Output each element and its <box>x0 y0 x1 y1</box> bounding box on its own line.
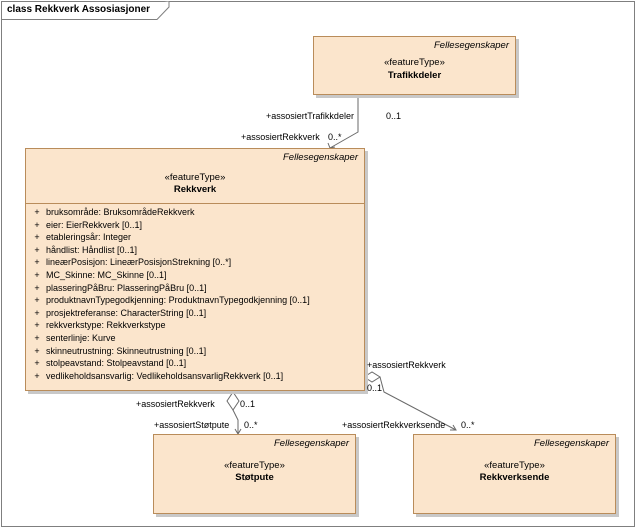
visibility-marker: + <box>34 332 40 343</box>
association-line-trafikkdeler <box>329 96 359 149</box>
class-tag: Fellesegenskaper <box>274 438 349 449</box>
attribute-row: + produktnavnTypegodkjenning: Produktnavn… <box>26 294 364 307</box>
multiplicity-rekkverk-ende: 0..1 <box>367 383 383 393</box>
role-assosiert-rekkverk-ende: +assosiertRekkverk <box>367 360 446 370</box>
attribute-row: + plasseringPåBru: PlasseringPåBru [0..1] <box>26 282 364 295</box>
attribute-text: prosjektreferanse: CharacterString [0..1… <box>46 307 207 318</box>
visibility-marker: + <box>34 244 40 255</box>
attribute-text: etableringsår: Integer <box>46 232 132 243</box>
class-trafikkdeler[interactable]: Fellesegenskaper «featureType» Trafikkde… <box>313 36 516 95</box>
class-tag: Fellesegenskaper <box>283 152 358 163</box>
class-rekkverk[interactable]: Fellesegenskaper «featureType» Rekkverk … <box>25 148 365 391</box>
attribute-text: produktnavnTypegodkjenning: ProduktnavnT… <box>46 295 310 306</box>
attribute-row: + vedlikeholdsansvarlig: Vedlikeholdsansv… <box>26 370 364 383</box>
attribute-text: lineærPosisjon: LineærPosisjonStrekning … <box>46 257 232 268</box>
attribute-row: + rekkverkstype: Rekkverkstype <box>26 319 364 332</box>
attribute-text: senterlinje: Kurve <box>46 332 116 343</box>
class-tag: Fellesegenskaper <box>534 438 609 449</box>
attribute-row: + stolpeavstand: Stolpeavstand [0..1] <box>26 357 364 370</box>
attribute-text: plasseringPåBru: PlasseringPåBru [0..1] <box>46 282 207 293</box>
aggregation-diamond-rekkverksende <box>363 371 381 383</box>
class-stereotype: «featureType» <box>384 57 445 68</box>
role-assosiert-trafikkdeler: +assosiertTrafikkdeler <box>266 111 354 121</box>
class-name: Støtpute <box>235 472 274 483</box>
attribute-row: + etableringsår: Integer <box>26 231 364 244</box>
role-assosiert-rekkverksende: +assosiertRekkverksende <box>342 420 446 430</box>
class-tag: Fellesegenskaper <box>434 40 509 51</box>
association-arrowhead-rekkverksende <box>450 424 457 431</box>
attribute-text: MC_Skinne: MC_Skinne [0..1] <box>46 269 167 280</box>
visibility-marker: + <box>34 358 40 369</box>
attribute-text: stolpeavstand: Stolpeavstand [0..1] <box>46 358 187 369</box>
attribute-text: bruksområde: BruksområdeRekkverk <box>46 207 195 217</box>
multiplicity-rekkverk-stotpute: 0..1 <box>240 399 256 409</box>
attribute-row: + MC_Skinne: MC_Skinne [0..1] <box>26 269 364 282</box>
multiplicity-rekkverksende: 0..* <box>461 420 475 430</box>
class-name: Trafikkdeler <box>387 70 442 81</box>
visibility-marker: + <box>34 207 40 217</box>
class-rekkverksende[interactable]: Fellesegenskaper «featureType» Rekkverks… <box>413 434 616 514</box>
class-name: Rekkverksende <box>479 472 550 483</box>
multiplicity-stotpute: 0..* <box>244 420 258 430</box>
frame-title: class Rekkverk Assosiasjoner <box>7 4 151 15</box>
multiplicity-trafikkdeler: 0..1 <box>386 111 402 121</box>
visibility-marker: + <box>34 282 40 293</box>
class-divider <box>26 203 364 204</box>
role-assosiert-rekkverk-trafikk: +assosiertRekkverk <box>241 132 320 142</box>
attribute-list: + bruksområde: BruksområdeRekkverk + eier: … <box>26 206 364 382</box>
attribute-text: eier: EierRekkverk [0..1] <box>46 219 143 230</box>
visibility-marker: + <box>34 269 40 280</box>
visibility-marker: + <box>34 345 40 356</box>
attribute-row: + eier: EierRekkverk [0..1] <box>26 219 364 232</box>
class-stereotype: «featureType» <box>484 460 545 471</box>
class-stereotype: «featureType» <box>164 172 226 183</box>
class-stereotype: «featureType» <box>224 460 285 471</box>
visibility-marker: + <box>34 370 40 381</box>
class-name: Rekkverk <box>173 184 217 195</box>
visibility-marker: + <box>34 232 40 243</box>
attribute-row: + skinneutrustning: Skinneutrustning [0..… <box>26 345 364 358</box>
visibility-marker: + <box>34 219 40 230</box>
visibility-marker: + <box>34 295 40 306</box>
attribute-text: rekkverkstype: Rekkverkstype <box>46 320 166 331</box>
attribute-text: skinneutrustning: Skinneutrustning [0..1… <box>46 345 207 356</box>
attribute-row: + senterlinje: Kurve <box>26 332 364 345</box>
multiplicity-rekkverk-trafikk: 0..* <box>328 132 342 142</box>
attribute-row: + prosjektreferanse: CharacterString [0..… <box>26 307 364 320</box>
attribute-row: + bruksområde: BruksområdeRekkverk <box>26 206 364 219</box>
aggregation-diamond-stotpute <box>226 391 240 411</box>
association-line-rekkverksende <box>379 376 457 431</box>
frame-tab-outline <box>1 1 170 20</box>
visibility-marker: + <box>34 257 40 268</box>
attribute-row: + håndlist: Håndlist [0..1] <box>26 244 364 257</box>
attribute-row: + lineærPosisjon: LineærPosisjonStrekning… <box>26 256 364 269</box>
association-line-stotpute <box>232 409 239 434</box>
role-assosiert-rekkverk-stotpute: +assosiertRekkverk <box>136 399 215 409</box>
attribute-text: håndlist: Håndlist [0..1] <box>46 244 138 255</box>
attribute-text: vedlikeholdsansvarlig: Vedlikeholdsansva… <box>46 370 284 381</box>
visibility-marker: + <box>34 320 40 331</box>
role-assosiert-stotpute: +assosiertStøtpute <box>154 420 230 430</box>
class-stotpute[interactable]: Fellesegenskaper «featureType» Støtpute <box>153 434 356 514</box>
visibility-marker: + <box>34 307 40 318</box>
